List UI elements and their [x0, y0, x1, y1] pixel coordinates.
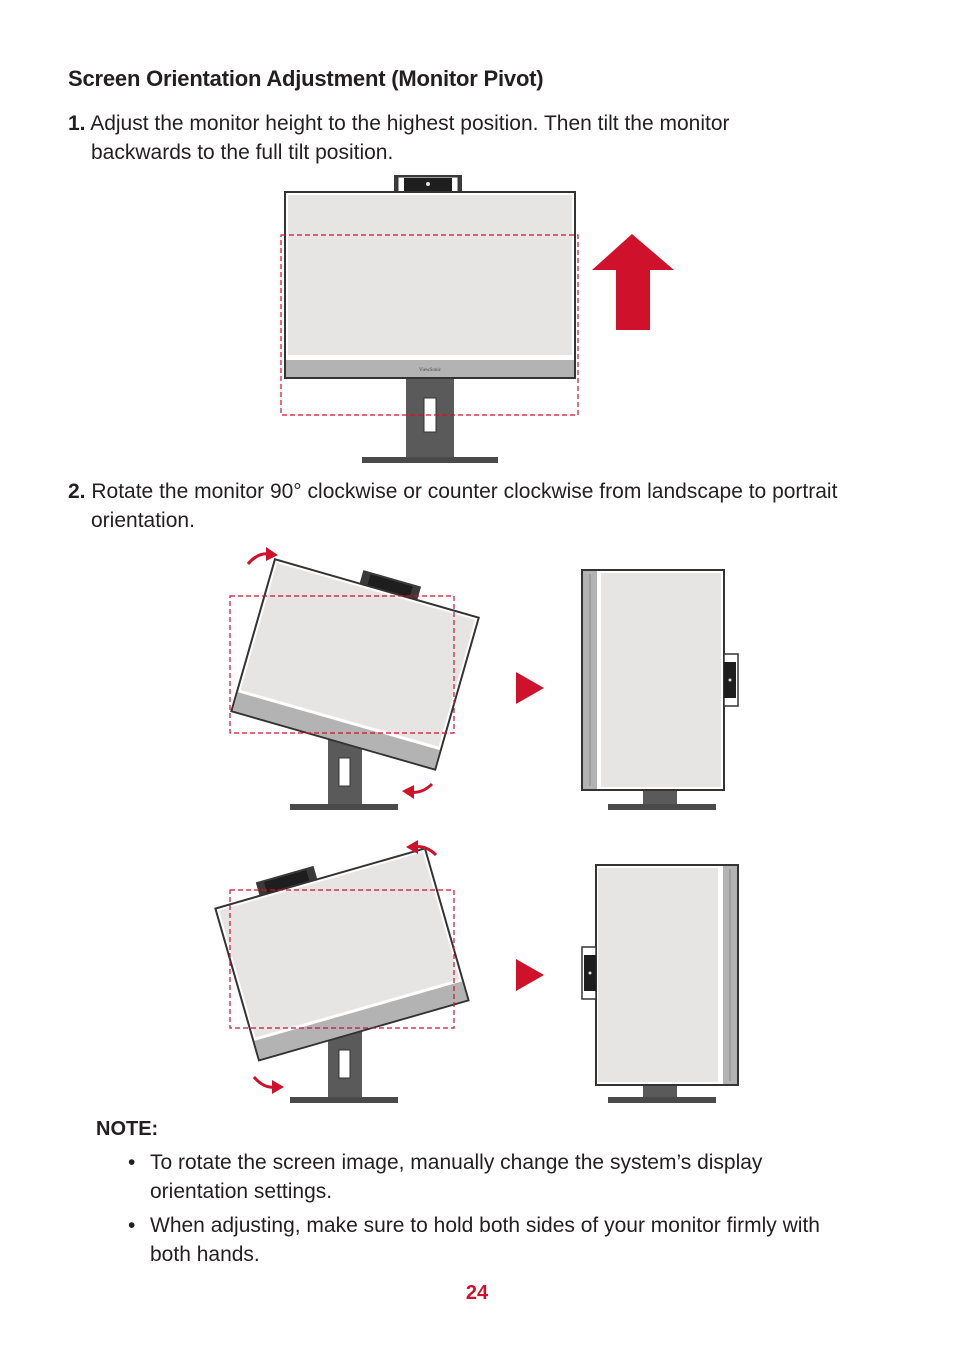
monitor-height-figure: ViewSonic [280, 175, 674, 463]
bullet-dot: • [128, 1151, 136, 1174]
monitor-bezel [286, 360, 574, 377]
stand-base [608, 804, 716, 810]
play-triangle-icon [516, 959, 544, 991]
webcam-icon [394, 175, 462, 194]
note-bullet-1-line1: To rotate the screen image, manually cha… [150, 1151, 763, 1174]
step-1: 1. Adjust the monitor height to the high… [68, 109, 898, 167]
section-title: Screen Orientation Adjustment (Monitor P… [68, 66, 544, 91]
step-1-number: 1. [68, 112, 86, 135]
bezel-brand: ViewSonic [419, 368, 442, 373]
bullet-dot: • [128, 1214, 136, 1237]
step-2: 2. Rotate the monitor 90° clockwise or c… [68, 477, 898, 535]
stand-base [608, 1097, 716, 1103]
step-2-number: 2. [68, 480, 86, 503]
note-bullet-2-line2: both hands. [150, 1243, 260, 1266]
note-heading: NOTE: [96, 1118, 159, 1140]
rotated-monitor [230, 558, 480, 771]
stand-base [362, 457, 498, 463]
up-arrow-icon [592, 234, 674, 330]
play-triangle-icon [516, 672, 544, 704]
step-1-text-line1: Adjust the monitor height to the highest… [90, 112, 730, 135]
stand-base [290, 804, 398, 810]
stand-neck [643, 1083, 677, 1099]
note-bullet-1: • To rotate the screen image, manually c… [128, 1148, 888, 1206]
stand-neck [643, 788, 677, 808]
rotate-counterclockwise-figure [214, 840, 739, 1103]
step-2-text-line2: orientation. [91, 509, 195, 532]
note-bullet-2-line1: When adjusting, make sure to hold both s… [150, 1214, 820, 1237]
monitor-screen [288, 195, 572, 355]
step-1-text-line2: backwards to the full tilt position. [91, 141, 394, 164]
rotate-clockwise-figure [229, 547, 739, 810]
dashed-outline [229, 889, 455, 1029]
dashed-outline [280, 234, 579, 416]
rotated-monitor [214, 847, 470, 1062]
note-bullet-2: • When adjusting, make sure to hold both… [128, 1211, 888, 1269]
note-bullet-1-line2: orientation settings. [150, 1180, 333, 1203]
stand-base [290, 1097, 398, 1103]
dashed-outline [229, 595, 455, 734]
step-2-text-line1: Rotate the monitor 90° clockwise or coun… [91, 480, 838, 503]
page-number: 24 [465, 1282, 489, 1304]
